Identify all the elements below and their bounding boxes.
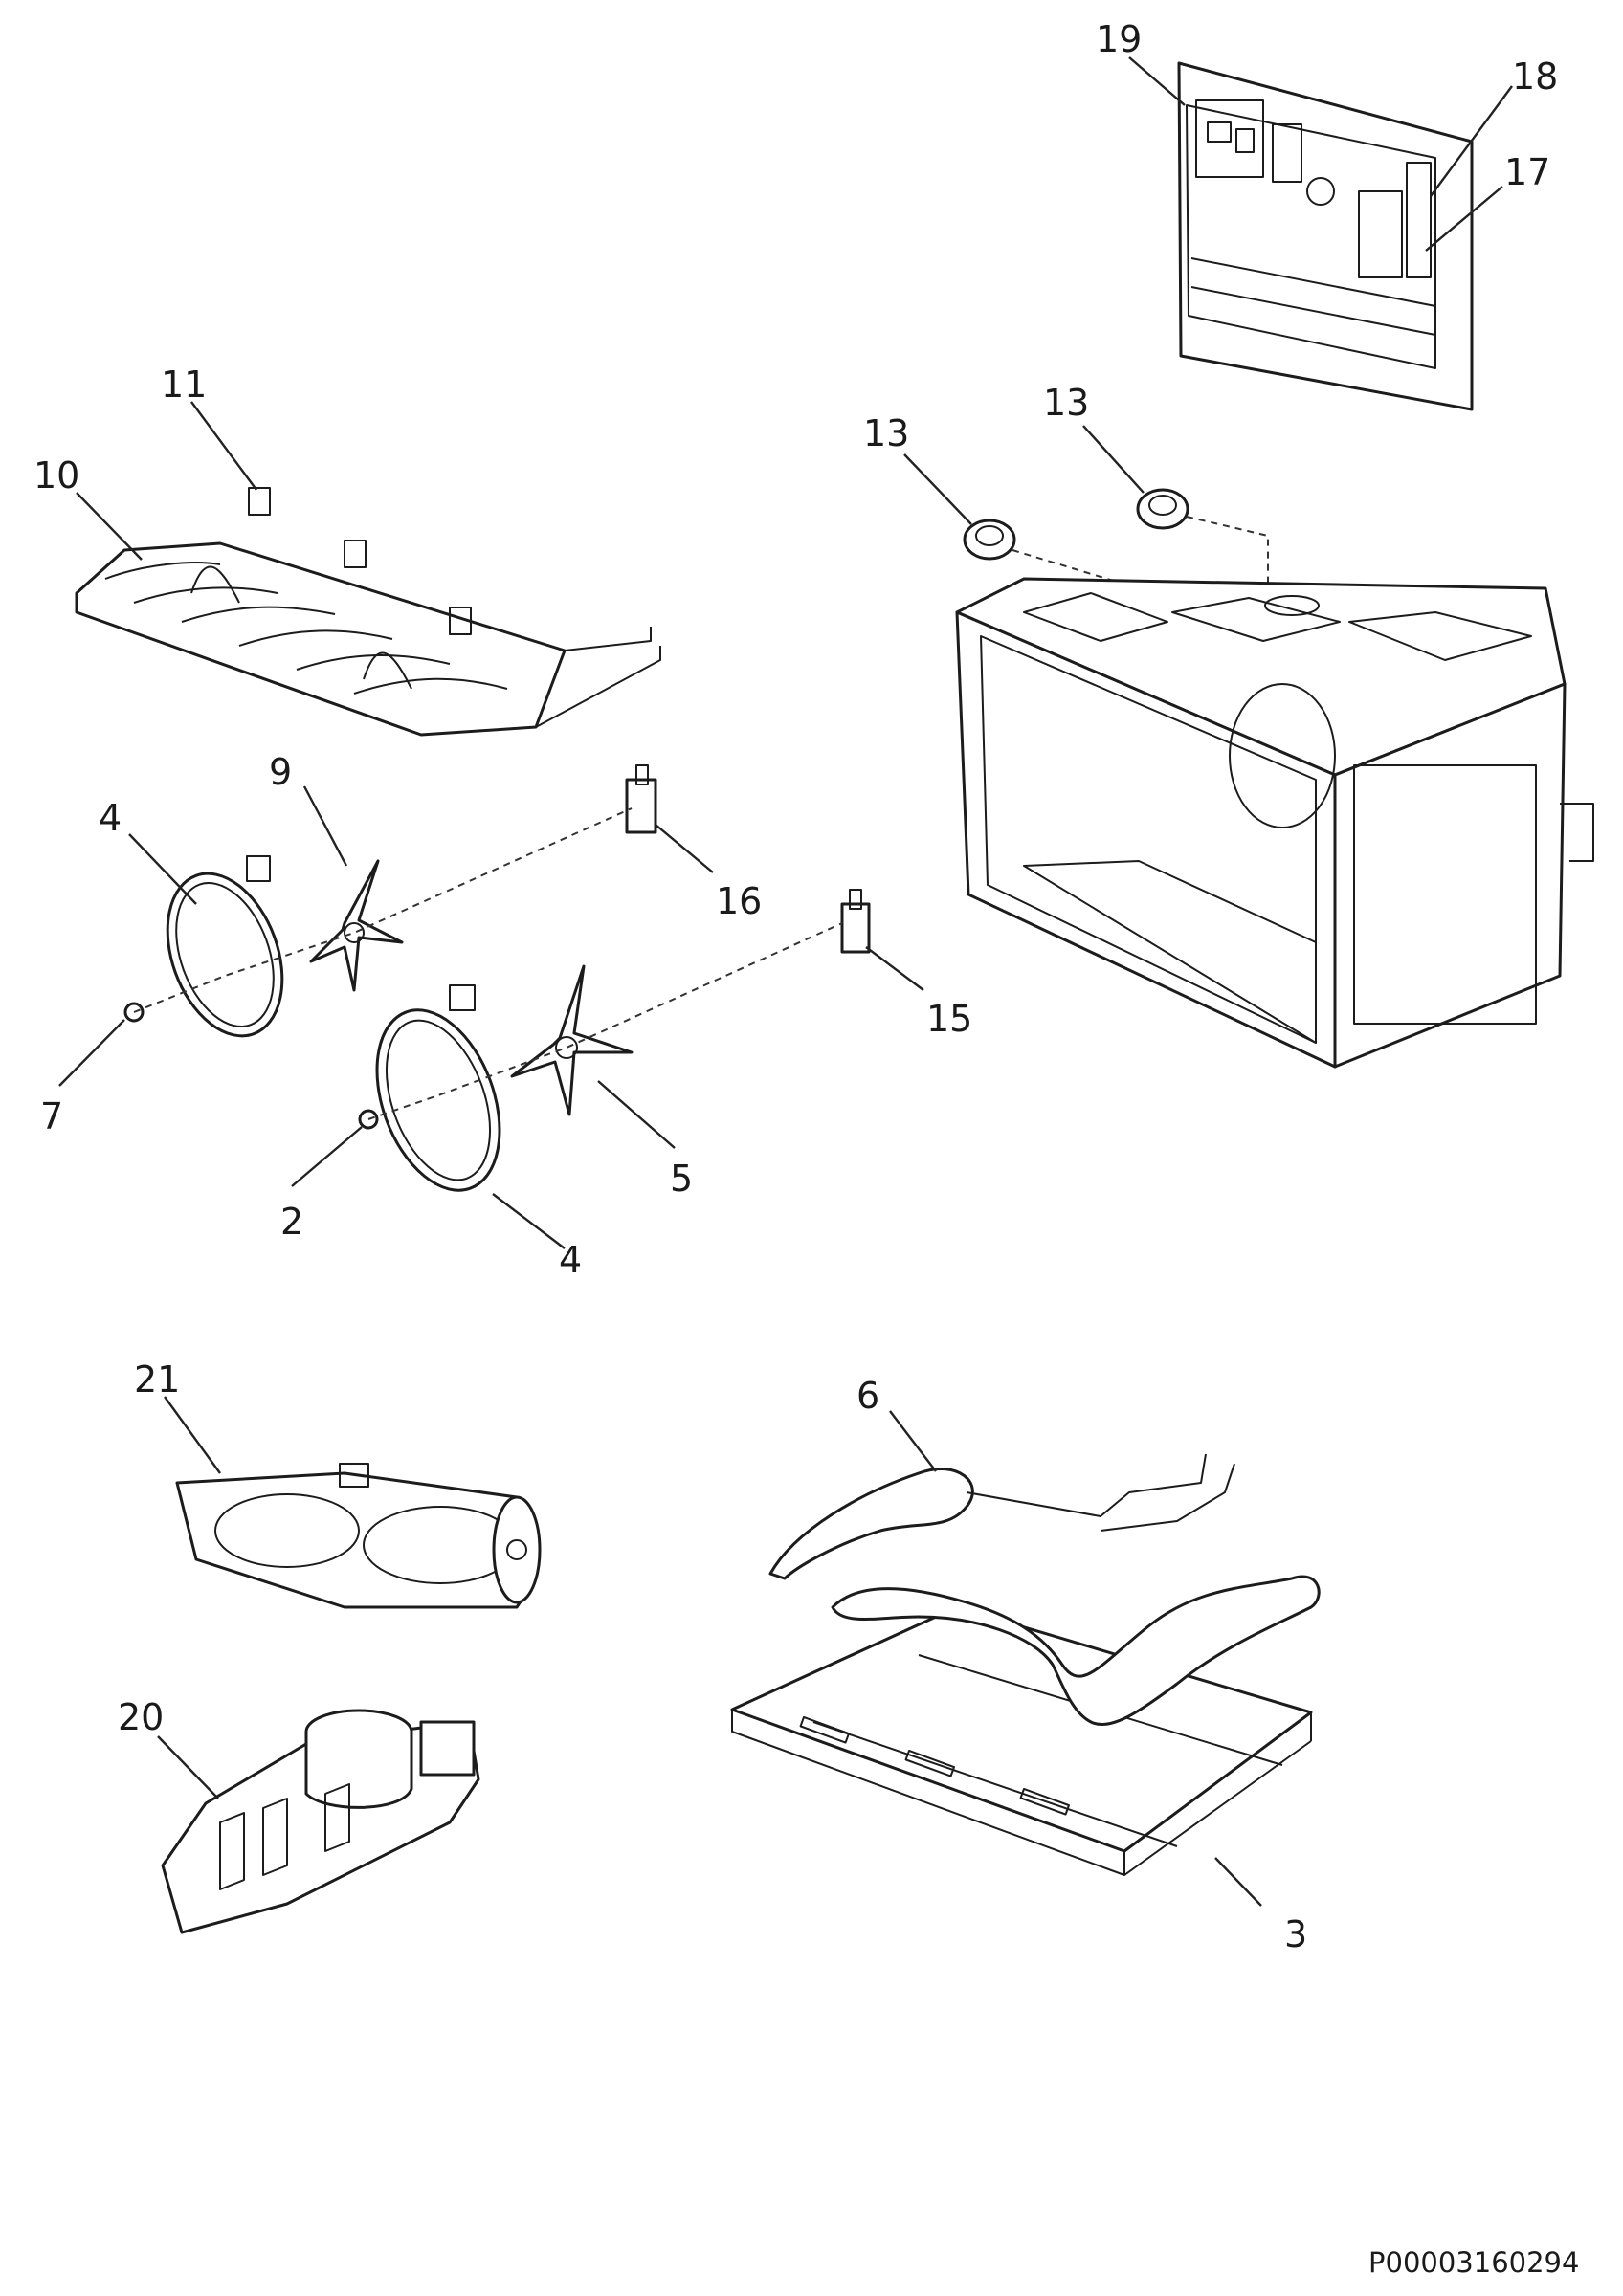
callout-18: 18 <box>1512 55 1558 98</box>
callout-2: 2 <box>280 1201 303 1243</box>
callout-15: 15 <box>926 998 972 1040</box>
callout-11: 11 <box>161 364 207 406</box>
callout-3: 3 <box>1284 1913 1307 1955</box>
tangential-fan-21 <box>175 1463 542 1609</box>
part-13-left <box>963 519 1016 561</box>
callout-6: 6 <box>856 1375 879 1417</box>
callout-21: 21 <box>134 1358 180 1401</box>
oven-cavity <box>955 577 1594 1069</box>
callout-9: 9 <box>269 751 292 793</box>
fan-motor-16 <box>625 764 657 834</box>
callout-5: 5 <box>670 1158 693 1200</box>
bottom-heating-element-6 <box>768 1453 1321 1727</box>
grill-element <box>75 487 661 737</box>
bottom-tray-3 <box>730 1605 1313 1876</box>
fan-blade-upper <box>309 859 404 992</box>
circular-element-upper <box>166 855 284 1038</box>
callout-19: 19 <box>1096 18 1142 60</box>
callout-20: 20 <box>118 1696 164 1738</box>
callout-4a: 4 <box>99 797 122 839</box>
callout-7: 7 <box>40 1095 63 1137</box>
callout-16: 16 <box>716 880 762 922</box>
fan-blade-lower <box>510 964 634 1116</box>
drawing-code: P00003160294 <box>1368 2246 1579 2279</box>
callout-10: 10 <box>33 454 79 497</box>
callout-4b: 4 <box>559 1239 582 1281</box>
part-13-right <box>1136 488 1189 530</box>
circular-element-lower <box>375 984 501 1192</box>
control-panel-assembly <box>1177 61 1474 411</box>
callout-13b: 13 <box>1043 382 1089 424</box>
callout-17: 17 <box>1504 151 1550 193</box>
callout-13a: 13 <box>863 412 909 454</box>
fan-motor-15 <box>840 889 871 954</box>
door-lock-20 <box>161 1709 480 1934</box>
